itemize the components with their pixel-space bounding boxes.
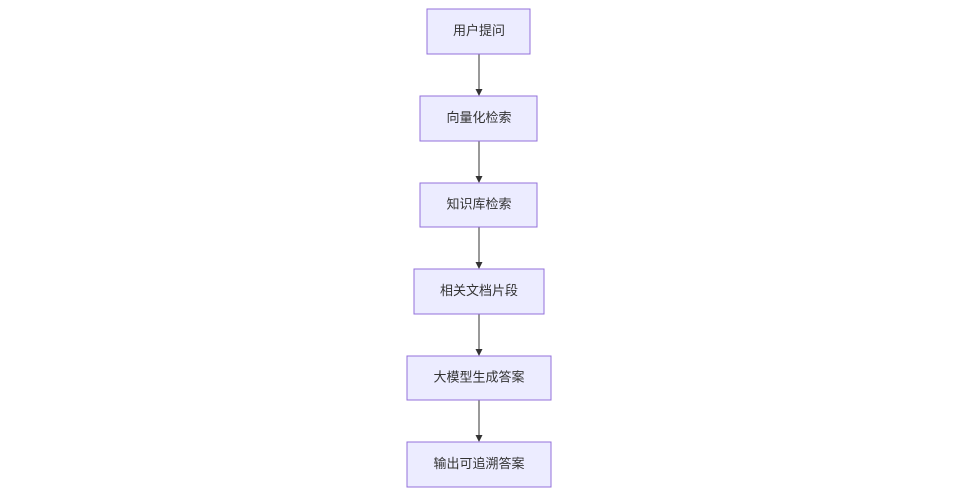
arrowhead [475, 89, 483, 96]
node-traceable-answer-output[interactable]: 输出可追溯答案 [406, 441, 552, 488]
arrowhead [475, 435, 483, 442]
node-box [406, 355, 552, 401]
node-label: 输出可追溯答案 [433, 456, 524, 472]
edge-n3-n4 [475, 227, 483, 269]
node-relevant-doc-chunks[interactable]: 相关文档片段 [413, 268, 545, 315]
node-label: 大模型生成答案 [433, 370, 524, 386]
node-label: 相关文档片段 [440, 284, 518, 299]
edge-n4-n5 [475, 314, 483, 356]
node-box [419, 182, 538, 228]
node-vector-retrieval[interactable]: 向量化检索 [419, 95, 538, 142]
node-knowledge-base-retrieval[interactable]: 知识库检索 [419, 182, 538, 228]
node-box [426, 8, 531, 55]
node-llm-generate-answer[interactable]: 大模型生成答案 [406, 355, 552, 401]
edge-n1-n2 [475, 54, 483, 96]
node-box [406, 441, 552, 488]
edge-n5-n6 [475, 400, 483, 442]
arrowhead [475, 262, 483, 269]
node-user-question[interactable]: 用户提问 [426, 8, 531, 55]
node-box [419, 95, 538, 142]
node-box [413, 268, 545, 315]
arrowhead [475, 176, 483, 183]
edge-n2-n3 [475, 141, 483, 183]
node-label: 向量化检索 [446, 110, 511, 126]
nodes: 用户提问 向量化检索 知识库检索 相关文档片段 大模型生成答案 输出可追溯答案 [406, 8, 552, 488]
arrowhead [475, 349, 483, 356]
node-label: 知识库检索 [446, 197, 511, 213]
edges [475, 54, 483, 442]
node-label: 用户提问 [453, 23, 505, 39]
